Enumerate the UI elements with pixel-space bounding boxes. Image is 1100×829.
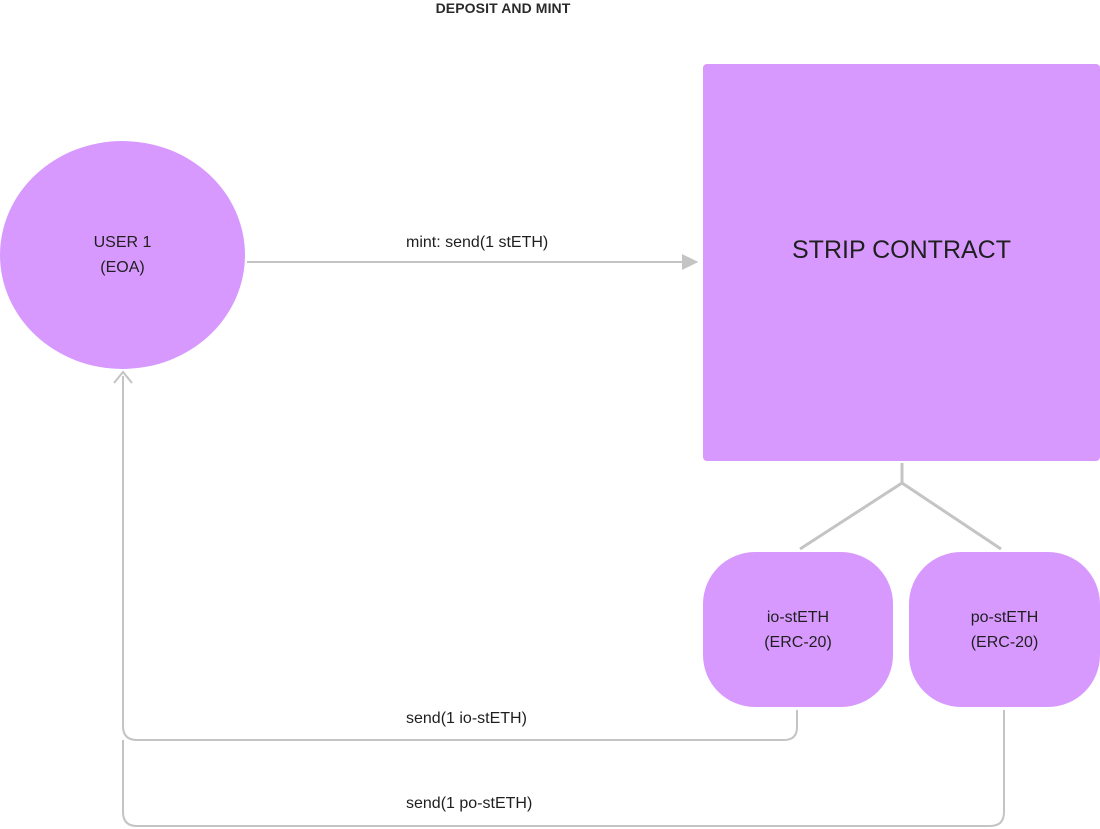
mint-arrowhead [682, 254, 698, 270]
io-steth-node: io-stETH (ERC-20) [703, 552, 893, 707]
strip-contract-label: STRIP CONTRACT [792, 236, 1011, 264]
send-io-edge-label: send(1 io-stETH) [406, 710, 527, 727]
user-node-name: USER 1 [93, 234, 152, 251]
mint-edge-label: mint: send(1 stETH) [406, 234, 549, 251]
send-po-edge-label: send(1 po-stETH) [406, 795, 533, 812]
strip-contract-node: STRIP CONTRACT [703, 64, 1100, 461]
po-steth-type: (ERC-20) [970, 633, 1039, 651]
user-return-arrowhead [113, 370, 133, 384]
po-steth-node: po-stETH (ERC-20) [909, 552, 1100, 707]
user-node-type: (EOA) [100, 259, 145, 276]
io-steth-type: (ERC-20) [764, 633, 832, 651]
user-node: USER 1 (EOA) [0, 141, 245, 369]
contract-branch-connector [799, 463, 1002, 551]
po-return-line [122, 710, 1005, 827]
diagram-title: DEPOSIT AND MINT [435, 0, 571, 16]
io-steth-name: io-stETH [766, 608, 830, 626]
po-steth-name: po-stETH [970, 608, 1039, 626]
io-return-line [122, 376, 798, 741]
